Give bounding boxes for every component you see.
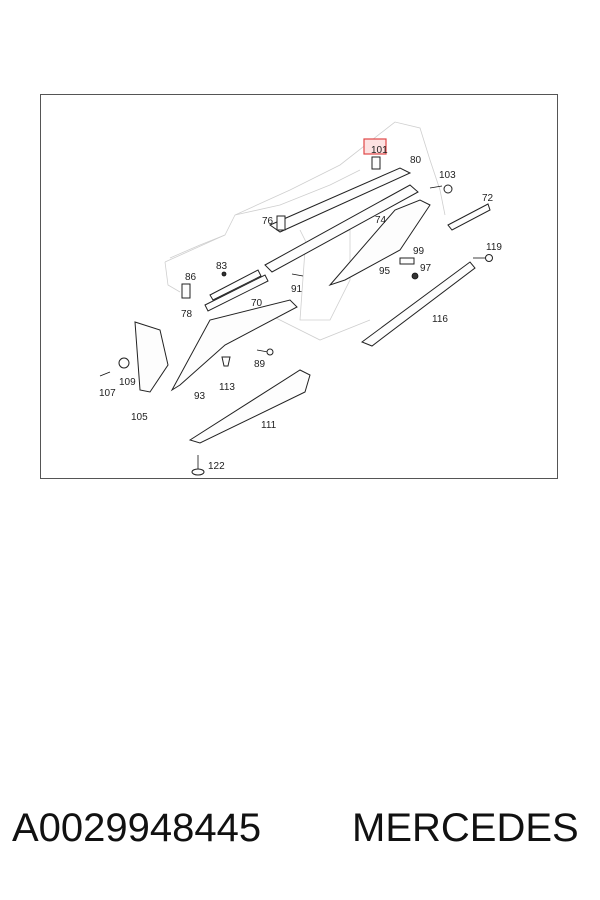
part-99-fastener (399, 257, 415, 265)
part-116-panel (360, 261, 476, 347)
part-95-lid (328, 199, 431, 287)
part-76-clip (276, 215, 286, 231)
label-72: 72 (482, 193, 494, 204)
label-109: 109 (119, 377, 136, 388)
label-122: 122 (208, 461, 225, 472)
label-78: 78 (181, 309, 193, 320)
part-97-fastener (411, 272, 419, 280)
part-119-head (485, 254, 493, 262)
label-93: 93 (194, 391, 206, 402)
part-70-strip (209, 269, 262, 301)
diagram-frame (40, 94, 558, 479)
part-89-head (266, 348, 274, 356)
label-99: 99 (413, 246, 425, 257)
caption: A0029948445 MERCEDES (0, 806, 600, 866)
part-72-bracket (447, 203, 491, 231)
label-91: 91 (291, 284, 303, 295)
part-86-clip (181, 283, 191, 299)
part-109-washer (118, 357, 130, 369)
label-83: 83 (216, 261, 228, 272)
part-91-screw (291, 273, 304, 277)
label-74: 74 (375, 215, 387, 226)
label-97: 97 (420, 263, 432, 274)
part-89-screw (256, 349, 269, 353)
part-113-clip (221, 356, 231, 367)
part-93-trim (170, 299, 298, 392)
label-105: 105 (131, 412, 148, 423)
part-103-washer (443, 184, 453, 194)
part-122-head (191, 468, 205, 476)
label-70: 70 (251, 298, 263, 309)
part-111-panel (188, 369, 311, 444)
part-74-rail (264, 184, 419, 273)
label-76: 76 (262, 216, 274, 227)
label-107: 107 (99, 388, 116, 399)
label-113: 113 (219, 382, 235, 393)
label-80: 80 (410, 155, 422, 166)
label-103: 103 (439, 170, 456, 181)
brand-name: MERCEDES (352, 806, 579, 850)
part-101-clip (371, 156, 381, 170)
part-83-fastener (221, 271, 227, 277)
label-95: 95 (379, 266, 391, 277)
part-107-screw (99, 371, 111, 377)
label-89: 89 (254, 359, 266, 370)
part-78-strip (204, 274, 269, 312)
highlight-box (363, 138, 387, 155)
part-105-panel (134, 321, 169, 393)
label-111: 111 (261, 420, 277, 431)
label-119: 119 (486, 242, 502, 253)
label-86: 86 (185, 272, 197, 283)
part-103-screw (429, 185, 443, 189)
part-number: A0029948445 (12, 806, 262, 850)
part-labels: 101 80 103 72 76 74 99 119 86 83 97 91 9… (99, 145, 502, 472)
label-116: 116 (432, 314, 448, 325)
label-101: 101 (371, 145, 388, 156)
